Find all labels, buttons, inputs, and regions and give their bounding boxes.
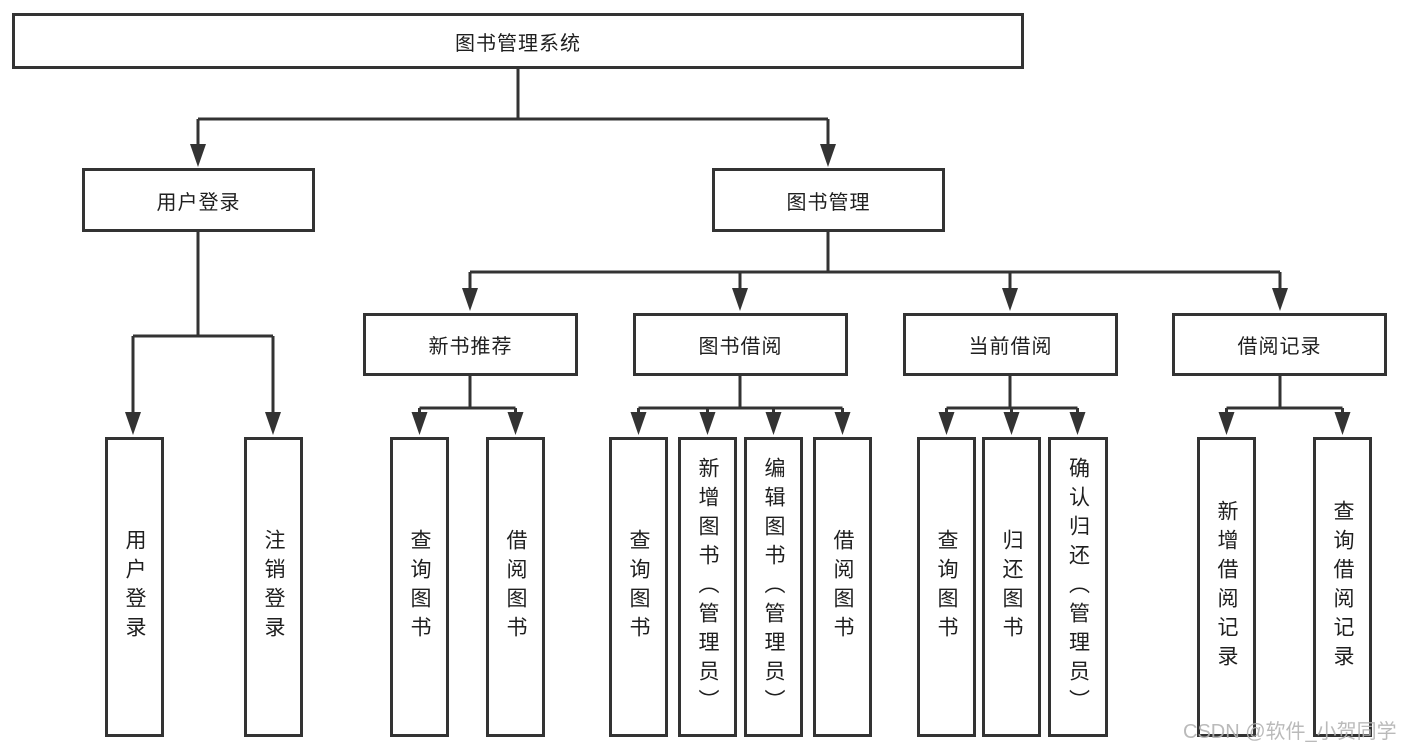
node-book-borrowing: 图书借阅	[633, 313, 848, 376]
csdn-watermark: CSDN @软件_小贺同学	[1183, 721, 1397, 743]
leaf-edit-book-admin: 编辑图书（管理员）	[744, 437, 803, 737]
node-new-book-recommend-label: 新书推荐	[428, 336, 513, 358]
leaf-borrow-books-label: 借阅图书	[831, 529, 854, 645]
leaf-add-borrow-record: 新增借阅记录	[1197, 437, 1256, 737]
leaf-return-books-label: 归还图书	[1000, 529, 1023, 645]
leaf-query-books-borrowing-label: 查询图书	[627, 529, 650, 645]
leaf-add-book-admin: 新增图书（管理员）	[678, 437, 737, 737]
node-root-library-system: 图书管理系统	[12, 13, 1024, 69]
leaf-confirm-return-admin-label: 确认归还（管理员）	[1066, 456, 1090, 718]
leaf-query-books-recommend: 查询图书	[390, 437, 449, 737]
node-book-management-label: 图书管理	[786, 191, 871, 214]
leaf-query-books-borrowing: 查询图书	[609, 437, 668, 737]
leaf-add-borrow-record-label: 新增借阅记录	[1215, 500, 1238, 674]
leaf-user-login-label: 用户登录	[123, 529, 146, 645]
node-root-label: 图书管理系统	[455, 32, 581, 55]
leaf-return-books: 归还图书	[982, 437, 1041, 737]
node-book-borrowing-label: 图书借阅	[698, 336, 783, 358]
leaf-borrow-books: 借阅图书	[813, 437, 872, 737]
node-book-management: 图书管理	[712, 168, 945, 232]
leaf-user-login: 用户登录	[105, 437, 164, 737]
node-current-borrowing-label: 当前借阅	[968, 336, 1053, 358]
leaf-query-books-current-label: 查询图书	[935, 529, 958, 645]
leaf-query-books-current: 查询图书	[917, 437, 976, 737]
node-borrowing-records-label: 借阅记录	[1237, 336, 1322, 358]
leaf-add-book-admin-label: 新增图书（管理员）	[696, 456, 719, 718]
node-current-borrowing: 当前借阅	[903, 313, 1118, 376]
leaf-logout: 注销登录	[244, 437, 303, 737]
leaf-borrow-books-recommend: 借阅图书	[486, 437, 545, 737]
leaf-confirm-return-admin: 确认归还（管理员）	[1048, 437, 1108, 737]
leaf-borrow-books-recommend-label: 借阅图书	[504, 529, 527, 645]
leaf-query-books-recommend-label: 查询图书	[408, 529, 431, 645]
leaf-edit-book-admin-label: 编辑图书（管理员）	[762, 456, 785, 718]
leaf-query-borrow-record-label: 查询借阅记录	[1331, 500, 1354, 674]
leaf-logout-label: 注销登录	[262, 529, 285, 645]
node-new-book-recommend: 新书推荐	[363, 313, 578, 376]
node-user-login-label: 用户登录	[156, 191, 241, 214]
leaf-query-borrow-record: 查询借阅记录	[1313, 437, 1372, 737]
node-user-login: 用户登录	[82, 168, 315, 232]
node-borrowing-records: 借阅记录	[1172, 313, 1387, 376]
